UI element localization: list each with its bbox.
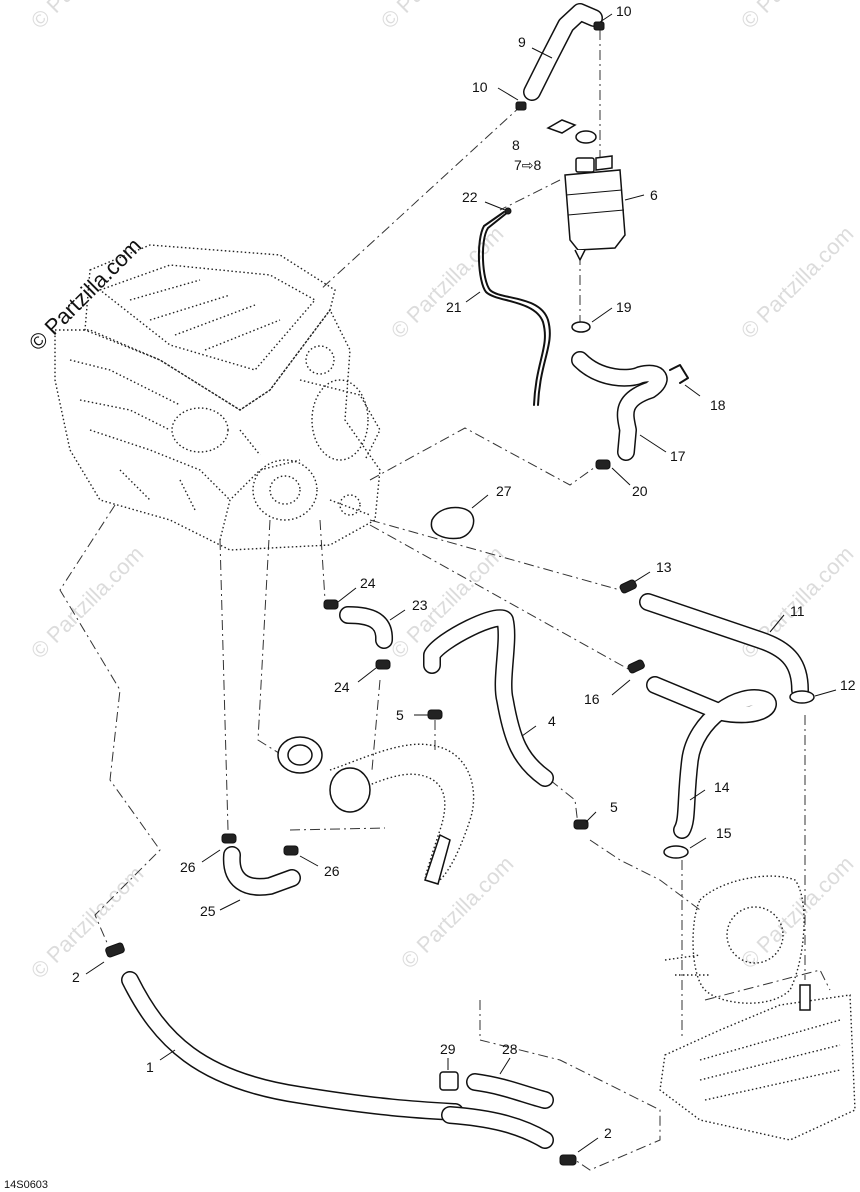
coolant-reservoir: [564, 155, 626, 262]
callout-13: 13: [656, 559, 672, 575]
ride-plate: [659, 984, 856, 1141]
clip-18: [669, 364, 689, 384]
callout-11: 11: [790, 603, 805, 619]
hose-28: [441, 1073, 554, 1149]
clamp-13: [619, 579, 637, 594]
clamp-5-lower: [573, 819, 589, 830]
callout-9: 9: [518, 34, 526, 50]
watermark-tile: © Partzilla.com: [736, 851, 859, 974]
callout-4: 4: [548, 713, 556, 729]
fitting-10-lower: [515, 101, 527, 111]
callout-17: 17: [670, 448, 686, 464]
clamp-16: [627, 659, 645, 674]
callout-15: 15: [716, 825, 732, 841]
hose-23: [323, 599, 393, 670]
callout-18: 18: [710, 397, 726, 413]
callout-23: 23: [412, 597, 428, 613]
gasket-27: [430, 506, 475, 540]
fitting-10-top: [593, 21, 605, 31]
reservoir-outlet-hose: [571, 321, 689, 470]
callout-16: 16: [584, 691, 600, 707]
clamp-20: [595, 459, 611, 470]
watermark-tile: © Partzilla.com: [26, 541, 149, 664]
clamp-24-lower: [375, 659, 391, 670]
reservoir-cap: [546, 119, 597, 144]
callout-26: 26: [180, 859, 196, 875]
callout-10: 10: [472, 79, 488, 95]
callout-21: 21: [446, 299, 462, 315]
callout-22: 22: [462, 189, 478, 205]
watermark-tile: © Partzilla.com: [386, 221, 509, 344]
clamp-26-right: [283, 845, 299, 856]
callout-24: 24: [360, 575, 376, 591]
clamp-5-upper: [427, 709, 443, 720]
diagram-code: 14S0603: [4, 1179, 48, 1191]
hose-1: [105, 942, 577, 1166]
callout-8: 8: [512, 137, 520, 153]
clamp-15: [663, 845, 689, 859]
callout-5: 5: [610, 799, 618, 815]
leader-lines: [85, 13, 837, 1153]
callout-6: 6: [650, 187, 658, 203]
engine-block: [54, 244, 381, 551]
watermark-tile: © Partzilla.com: [736, 0, 859, 34]
hose-4: [423, 609, 589, 830]
watermark-tile: © Partzilla.com: [26, 0, 149, 34]
clamp-2-lower: [559, 1154, 577, 1166]
callout-29: 29: [440, 1041, 456, 1057]
callout-5: 5: [396, 707, 404, 723]
watermark-tile: © Partzilla.com: [396, 851, 519, 974]
hose-14: [627, 659, 777, 859]
clamp-2-upper: [105, 942, 125, 958]
callout-19: 19: [616, 299, 632, 315]
callout-24: 24: [334, 679, 350, 695]
jet-pump-housing: [664, 875, 805, 1004]
overflow-hose: [477, 207, 551, 406]
callout-12: 12: [840, 677, 856, 693]
callout-7-8: 7⇨8: [514, 157, 542, 173]
fitting-22: [504, 207, 512, 215]
clamp-19: [571, 321, 591, 333]
assembly-lines: [59, 30, 831, 1171]
callout-2: 2: [604, 1125, 612, 1141]
clamp-12: [789, 690, 815, 704]
watermark-tile: © Partzilla.com: [26, 861, 149, 984]
callout-20: 20: [632, 483, 648, 499]
watermark-tile: © Partzilla.com: [736, 221, 859, 344]
callout-26: 26: [324, 863, 340, 879]
callout-14: 14: [714, 779, 730, 795]
callout-27: 27: [496, 483, 512, 499]
exhaust-elbow: [277, 736, 475, 885]
vent-hose: [515, 3, 605, 111]
callout-1: 1: [146, 1059, 154, 1075]
clamp-24-upper: [323, 599, 339, 610]
callout-labels: 9 10 10 8 7⇨8 22 6 21 19 18 17 20 27 13 …: [4, 3, 856, 1191]
hose-25: [221, 833, 301, 896]
clamp-26-left: [221, 833, 237, 844]
watermark-tile: © Partzilla.com: [376, 0, 499, 34]
callout-2: 2: [72, 969, 80, 985]
sleeve-29: [439, 1071, 459, 1091]
watermark-main: © Partzilla.com: [24, 233, 147, 356]
callout-25: 25: [200, 903, 216, 919]
callout-10: 10: [616, 3, 632, 19]
hose-11: [619, 579, 815, 704]
callout-28: 28: [502, 1041, 518, 1057]
